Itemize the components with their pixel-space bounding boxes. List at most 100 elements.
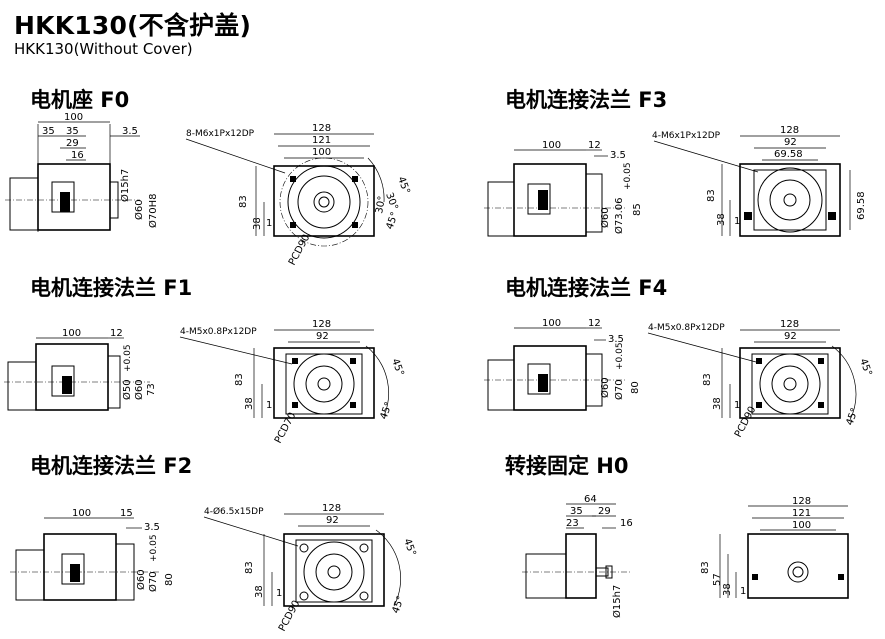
f3-dim-1: 1 xyxy=(734,216,740,227)
f0-dim-35b: 35 xyxy=(66,126,79,137)
f0-dim-38: 38 xyxy=(252,217,263,230)
f1-dim-73: 73 xyxy=(146,383,157,396)
f1-side-view: 100 12 Ø50 +0.05 Ø60 73 xyxy=(4,328,157,411)
f2-dim-3.5: 3.5 xyxy=(144,522,160,533)
section-title-f3: 电机连接法兰 F3 xyxy=(505,88,668,112)
f1-dim-92: 92 xyxy=(316,331,329,342)
f0-dim-29: 29 xyxy=(66,138,79,149)
f2-holes-label: 4-Ø6.5x15DP xyxy=(204,506,264,517)
f2-dim-128: 128 xyxy=(322,503,341,514)
section-title-h0: 转接固定 H0 xyxy=(505,454,629,478)
f0-angle-30b: 30° xyxy=(374,195,388,214)
section-title-f2: 电机连接法兰 F2 xyxy=(30,454,193,478)
f2-dim-d70: Ø70 xyxy=(147,571,159,592)
f1-dim-d60: Ø60 xyxy=(133,379,145,400)
f2-side-view: 100 15 3.5 Ø60 Ø70 +0.05 80 xyxy=(10,508,175,601)
f4-tol: +0.05 xyxy=(615,342,625,370)
f2-dim-80: 80 xyxy=(164,573,175,586)
h0-dim-35: 35 xyxy=(570,506,583,517)
f4-dim-80: 80 xyxy=(630,381,641,394)
h0-dim-57: 57 xyxy=(712,573,723,586)
f4-dim-83: 83 xyxy=(702,373,713,386)
h0-dim-29: 29 xyxy=(598,506,611,517)
f4-dim-128: 128 xyxy=(780,319,799,330)
f1-angle-45b: 45° xyxy=(378,401,394,421)
f1-pcd: PCD70 xyxy=(273,411,298,446)
f0-dim-3.5: 3.5 xyxy=(122,126,138,137)
f2-dim-100: 100 xyxy=(72,508,91,519)
f3-dim-85: 85 xyxy=(632,203,643,216)
f0-holes-label: 8-M6x1Px12DP xyxy=(186,129,255,139)
f3-side-view: 100 12 3.5 Ø60 Ø73.06 +0.05 85 xyxy=(484,140,643,237)
f2-dim-92: 92 xyxy=(326,515,339,526)
f3-dim-128: 128 xyxy=(780,125,799,136)
f2-angle-45a: 45° xyxy=(401,537,417,557)
f4-angle-45a: 45° xyxy=(857,357,873,377)
f2-dim-15: 15 xyxy=(120,508,133,519)
page-title: HKK130(不含护盖) xyxy=(14,11,252,40)
f3-dim-92: 92 xyxy=(784,137,797,148)
f2-dim-1: 1 xyxy=(276,588,282,599)
f0-dim-d60: Ø60 xyxy=(133,199,145,220)
f0-angle-45b: 45° xyxy=(384,211,400,231)
f1-dim-d50: Ø50 xyxy=(121,379,133,400)
f2-front-view: 4-Ø6.5x15DP 128 92 83 38 1 PCD90 45° 45° xyxy=(203,503,418,634)
section-title-f1: 电机连接法兰 F1 xyxy=(30,276,193,300)
f0-dim-121: 121 xyxy=(312,135,331,146)
f4-side-view: 100 12 3.5 Ø60 Ø70 +0.05 80 xyxy=(484,318,641,411)
f3-dim-100: 100 xyxy=(542,140,561,151)
f2-pcd: PCD90 xyxy=(277,599,302,634)
f0-dim-83: 83 xyxy=(238,195,249,208)
section-title-f4: 电机连接法兰 F4 xyxy=(505,276,668,300)
f1-dim-12: 12 xyxy=(110,328,123,339)
f0-front-view: 8-M6x1Px12DP 128 121 100 83 38 1 PCD90 4… xyxy=(185,123,412,268)
f3-dim-69.58: 69.58 xyxy=(774,149,803,160)
h0-dim-23: 23 xyxy=(566,518,579,529)
f4-dim-1: 1 xyxy=(734,400,740,411)
f3-dim-12: 12 xyxy=(588,140,601,151)
f4-dim-92: 92 xyxy=(784,331,797,342)
page-subtitle: HKK130(Without Cover) xyxy=(14,40,193,58)
f4-dim-38: 38 xyxy=(712,397,723,410)
h0-dim-64: 64 xyxy=(584,494,597,505)
f1-dim-100: 100 xyxy=(62,328,81,339)
f1-angle-45a: 45° xyxy=(389,357,405,377)
h0-front-view: 128 121 100 83 57 38 1 xyxy=(700,496,849,599)
f4-holes-label: 4-M5x0.8Px12DP xyxy=(648,323,725,333)
f0-dim-d70: Ø70H8 xyxy=(147,194,159,228)
h0-dim-16: 16 xyxy=(620,518,633,529)
f3-holes-label: 4-M6x1Px12DP xyxy=(652,131,721,141)
f4-dim-d60: Ø60 xyxy=(599,377,611,398)
h0-dim-100: 100 xyxy=(792,520,811,531)
f3-dim-83: 83 xyxy=(706,189,717,202)
f0-dim-100: 100 xyxy=(64,112,83,123)
f1-dim-128: 128 xyxy=(312,319,331,330)
f0-dim-16: 16 xyxy=(71,150,84,161)
f3-dim-69.58v: 69.58 xyxy=(856,191,867,220)
f3-dim-38: 38 xyxy=(716,213,727,226)
f0-pcd: PCD90 xyxy=(287,233,312,268)
f1-dim-38: 38 xyxy=(244,397,255,410)
f4-angle-45b: 45° xyxy=(844,407,860,427)
section-title-f0: 电机座 F0 xyxy=(30,88,130,112)
f3-front-view: 4-M6x1Px12DP 128 92 69.58 83 38 1 69.58 xyxy=(652,125,867,237)
f4-front-view: 4-M5x0.8Px12DP 128 92 83 38 1 PCD90 45° … xyxy=(647,319,874,439)
f2-angle-45b: 45° xyxy=(390,595,406,615)
f1-dim-83: 83 xyxy=(234,373,245,386)
f0-side-view: 100 35 35 3.5 29 16 Ø15h7 Ø60 Ø70H8 xyxy=(5,112,159,232)
f2-dim-d60: Ø60 xyxy=(135,569,147,590)
f2-dim-38: 38 xyxy=(254,585,265,598)
f0-angle-45a: 45° xyxy=(395,175,411,195)
f1-tol50: +0.05 xyxy=(123,344,133,372)
h0-dim-128: 128 xyxy=(792,496,811,507)
f3-dim-d60: Ø60 xyxy=(599,207,611,228)
f1-front-view: 4-M5x0.8Px12DP 128 92 83 38 1 PCD70 45° … xyxy=(179,319,406,446)
f3-dim-3.5: 3.5 xyxy=(610,150,626,161)
f4-dim-12: 12 xyxy=(588,318,601,329)
f0-dim-100: 100 xyxy=(312,147,331,158)
f1-holes-label: 4-M5x0.8Px12DP xyxy=(180,327,257,337)
f4-dim-100: 100 xyxy=(542,318,561,329)
h0-dim-83: 83 xyxy=(700,561,711,574)
h0-dim-1: 1 xyxy=(740,586,746,597)
h0-dim-shaft: Ø15h7 xyxy=(611,585,623,618)
